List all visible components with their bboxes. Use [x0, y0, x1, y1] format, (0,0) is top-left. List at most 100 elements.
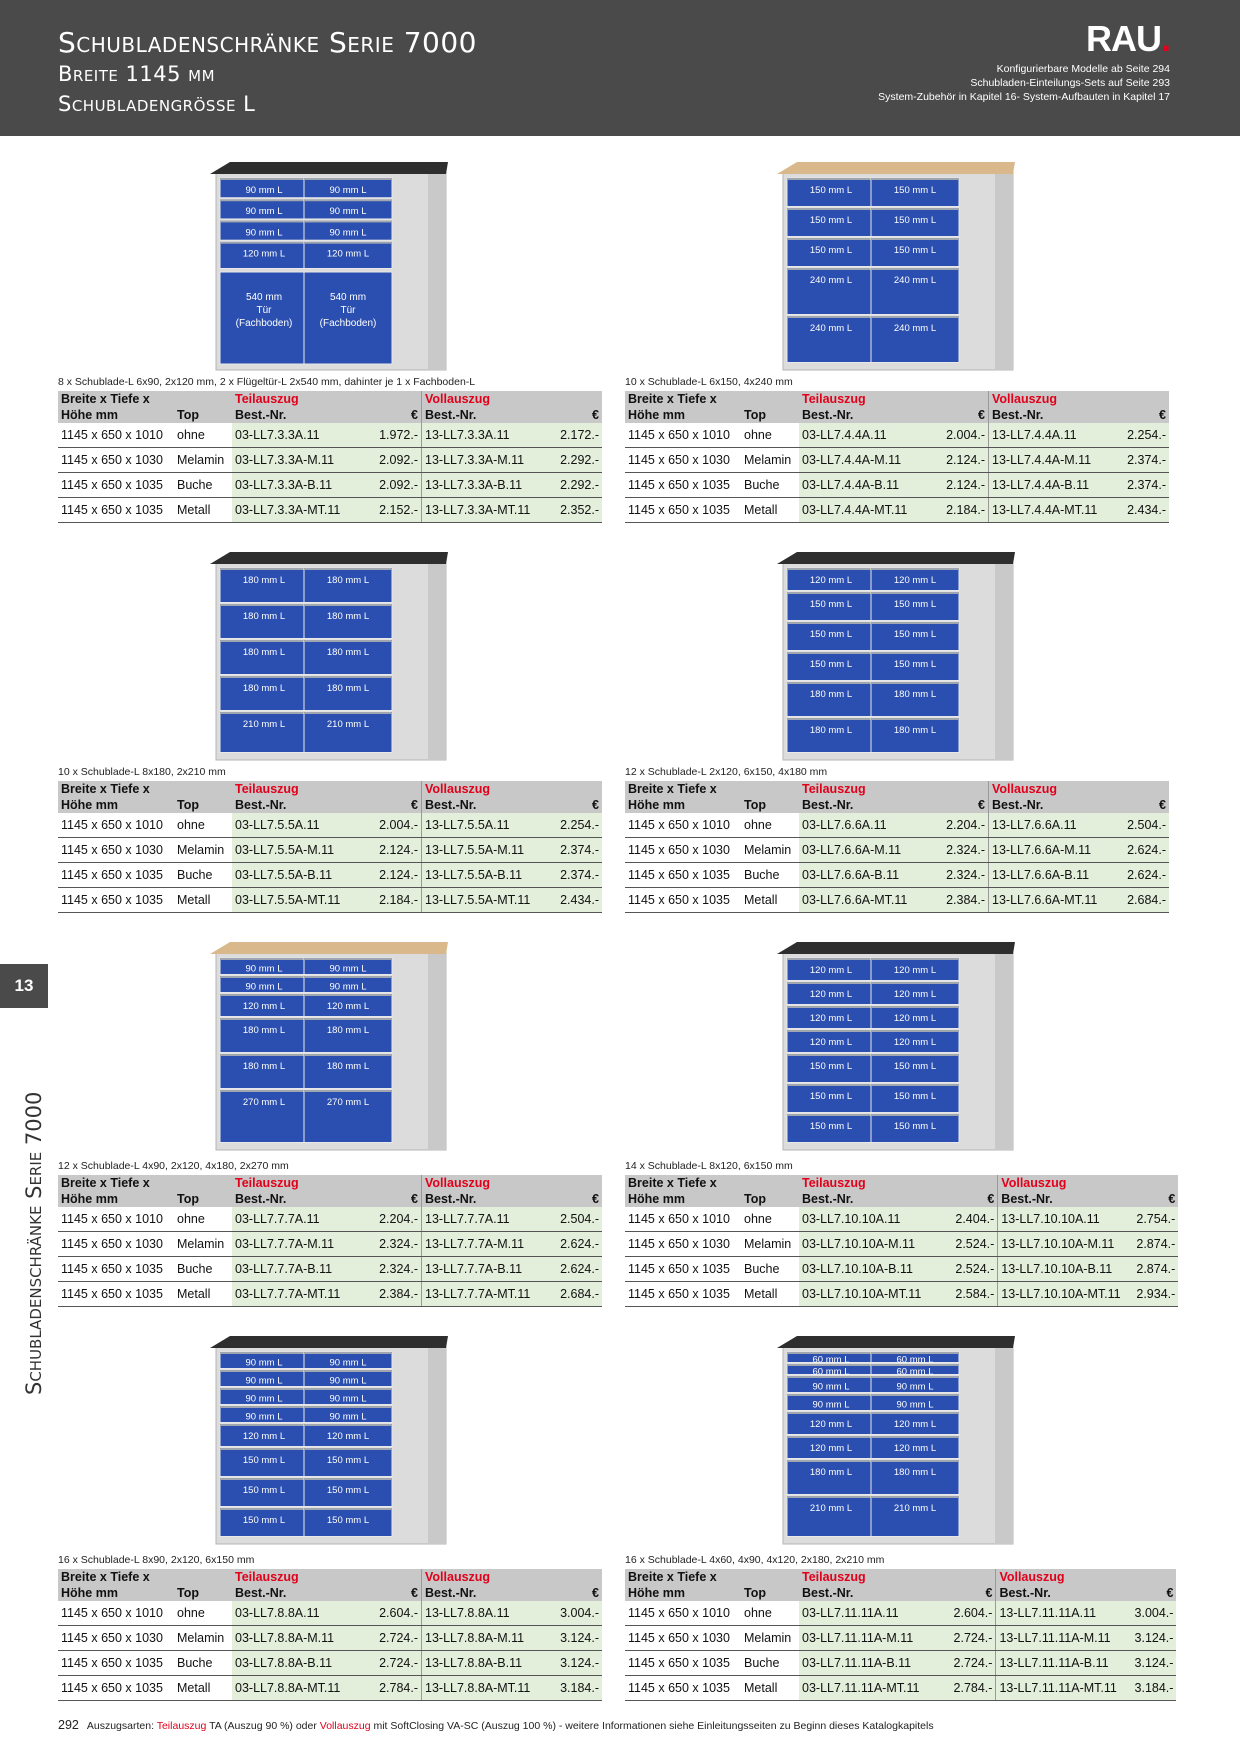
col-header-bestnr: Best.-Nr.: [421, 797, 548, 813]
col-header-vollauszug: Vollauszug: [997, 1175, 1125, 1191]
vollauszug-price-cell: 2.874.-: [1124, 1256, 1179, 1282]
drawer-label: 120 mm L: [810, 989, 852, 1000]
vollauszug-bestnr-cell: 13-LL7.11.11A.11: [995, 1601, 1123, 1626]
col-header-bestnr: Best.-Nr.: [995, 1585, 1123, 1601]
col-header-blank: [741, 1569, 799, 1585]
top-cell: ohne: [174, 1207, 232, 1232]
drawer-label: 120 mm L: [894, 575, 936, 586]
vollauszug-bestnr-cell: 13-LL7.10.10A-B.11: [997, 1256, 1125, 1282]
top-cell: Melamin: [741, 447, 799, 473]
door-label: Tür: [257, 305, 273, 316]
teilauszug-bestnr-cell: 03-LL7.3.3A.11: [232, 423, 348, 448]
drawer-front: 90 mm L: [219, 1351, 309, 1369]
drawer-front: 120 mm L: [786, 1029, 876, 1053]
drawer-label: 210 mm L: [810, 1503, 852, 1514]
drawer-label: 240 mm L: [894, 323, 936, 334]
drawer-front: 90 mm L: [303, 957, 393, 975]
teilauszug-price-cell: 2.524.-: [924, 1231, 998, 1257]
vollauszug-bestnr-cell: 13-LL7.5.5A.11: [421, 813, 548, 838]
drawer-front: 150 mm L: [786, 207, 876, 237]
vollauszug-bestnr-cell: 13-LL7.5.5A-B.11: [421, 862, 548, 888]
page-number: 292: [58, 1718, 79, 1732]
col-header-blank: [741, 781, 799, 797]
col-header-top: Top: [174, 1191, 232, 1207]
teilauszug-bestnr-cell: 03-LL7.6.6A-B.11: [799, 862, 915, 888]
drawer-front: 150 mm L: [786, 1053, 876, 1083]
col-header-bestnr: Best.-Nr.: [421, 1191, 548, 1207]
drawer-label: 120 mm L: [243, 1001, 285, 1012]
teilauszug-bestnr-cell: 03-LL7.5.5A-M.11: [232, 837, 348, 863]
drawer-label: 180 mm L: [810, 689, 852, 700]
drawer-front: 120 mm L: [870, 957, 960, 981]
drawer-label: 180 mm L: [327, 1025, 369, 1036]
col-header-vollauszug: Vollauszug: [988, 391, 1115, 407]
drawer-front: 90 mm L: [303, 177, 393, 199]
drawer-front: 90 mm L: [219, 1369, 309, 1387]
drawer-label: 150 mm L: [894, 599, 936, 610]
drawer-label: 180 mm L: [243, 575, 285, 586]
dimensions-cell: 1145 x 650 x 1035: [625, 887, 741, 913]
drawer-label: 60 mm L: [897, 1366, 934, 1377]
dimensions-cell: 1145 x 650 x 1035: [625, 1675, 741, 1701]
drawer-front: 90 mm L: [219, 1405, 309, 1423]
drawer-label: 270 mm L: [327, 1097, 369, 1108]
drawer-front: 150 mm L: [219, 1507, 309, 1537]
col-header-teilauszug: Teilauszug: [232, 1175, 348, 1191]
col-header-bestnr: Best.-Nr.: [421, 407, 548, 423]
teilauszug-bestnr-cell: 03-LL7.3.3A-MT.11: [232, 497, 348, 523]
teilauszug-price-cell: 2.584.-: [924, 1281, 998, 1307]
drawer-label: 120 mm L: [327, 1001, 369, 1012]
drawer-label: 210 mm L: [243, 719, 285, 730]
teilauszug-bestnr-cell: 03-LL7.3.3A-B.11: [232, 472, 348, 498]
dimensions-cell: 1145 x 650 x 1030: [58, 837, 174, 863]
dimensions-cell: 1145 x 650 x 1035: [625, 1256, 741, 1282]
drawer-label: 150 mm L: [894, 629, 936, 640]
cabinet-side: [428, 1346, 446, 1544]
drawer-front: 210 mm L: [219, 711, 309, 753]
teilauszug-bestnr-cell: 03-LL7.10.10A-B.11: [799, 1256, 925, 1282]
col-header-blank: [548, 1569, 602, 1585]
footer-teilauszug: Teilauszug: [156, 1720, 207, 1732]
col-header-blank: [915, 781, 989, 797]
drawer-front: 240 mm L: [786, 315, 876, 363]
col-header-height: Höhe mm: [58, 1191, 174, 1207]
teilauszug-price-cell: 2.604.-: [348, 1601, 422, 1626]
drawer-label: 150 mm L: [327, 1485, 369, 1496]
teilauszug-price-cell: 2.324.-: [348, 1256, 422, 1282]
teilauszug-price-cell: 1.972.-: [348, 423, 422, 448]
col-header-dimensions: Breite x Tiefe x: [625, 781, 741, 797]
dimensions-cell: 1145 x 650 x 1010: [625, 1207, 741, 1232]
drawer-label: 90 mm L: [330, 1411, 367, 1422]
product-caption: 16 x Schublade-L 8x90, 2x120, 6x150 mm: [58, 1554, 255, 1566]
drawer-front: 120 mm L: [786, 1005, 876, 1029]
col-header-height: Höhe mm: [625, 407, 741, 423]
teilauszug-bestnr-cell: 03-LL7.7.7A-MT.11: [232, 1281, 348, 1307]
drawer-front: 150 mm L: [219, 1477, 309, 1507]
drawer-label: 120 mm L: [894, 1419, 936, 1430]
drawer-front: 120 mm L: [303, 993, 393, 1017]
drawer-front: 210 mm L: [786, 1495, 876, 1537]
col-header-blank: [1122, 1569, 1177, 1585]
drawer-front: 90 mm L: [303, 198, 393, 220]
teilauszug-bestnr-cell: 03-LL7.4.4A-M.11: [799, 447, 915, 473]
vollauszug-bestnr-cell: 13-LL7.8.8A.11: [421, 1601, 548, 1626]
teilauszug-price-cell: 2.324.-: [915, 862, 989, 888]
vollauszug-price-cell: 3.124.-: [1122, 1625, 1177, 1651]
top-cell: Metall: [174, 1675, 232, 1701]
top-cell: Metall: [741, 1675, 799, 1701]
teilauszug-price-cell: 2.384.-: [348, 1281, 422, 1307]
top-cell: Melamin: [174, 1231, 232, 1257]
drawer-label: 120 mm L: [894, 1013, 936, 1024]
top-cell: ohne: [741, 1601, 799, 1626]
cabinet-side: [428, 172, 446, 370]
drawer-front: 90 mm L: [786, 1375, 876, 1393]
drawer-label: 120 mm L: [894, 965, 936, 976]
teilauszug-price-cell: 2.724.-: [348, 1650, 422, 1676]
